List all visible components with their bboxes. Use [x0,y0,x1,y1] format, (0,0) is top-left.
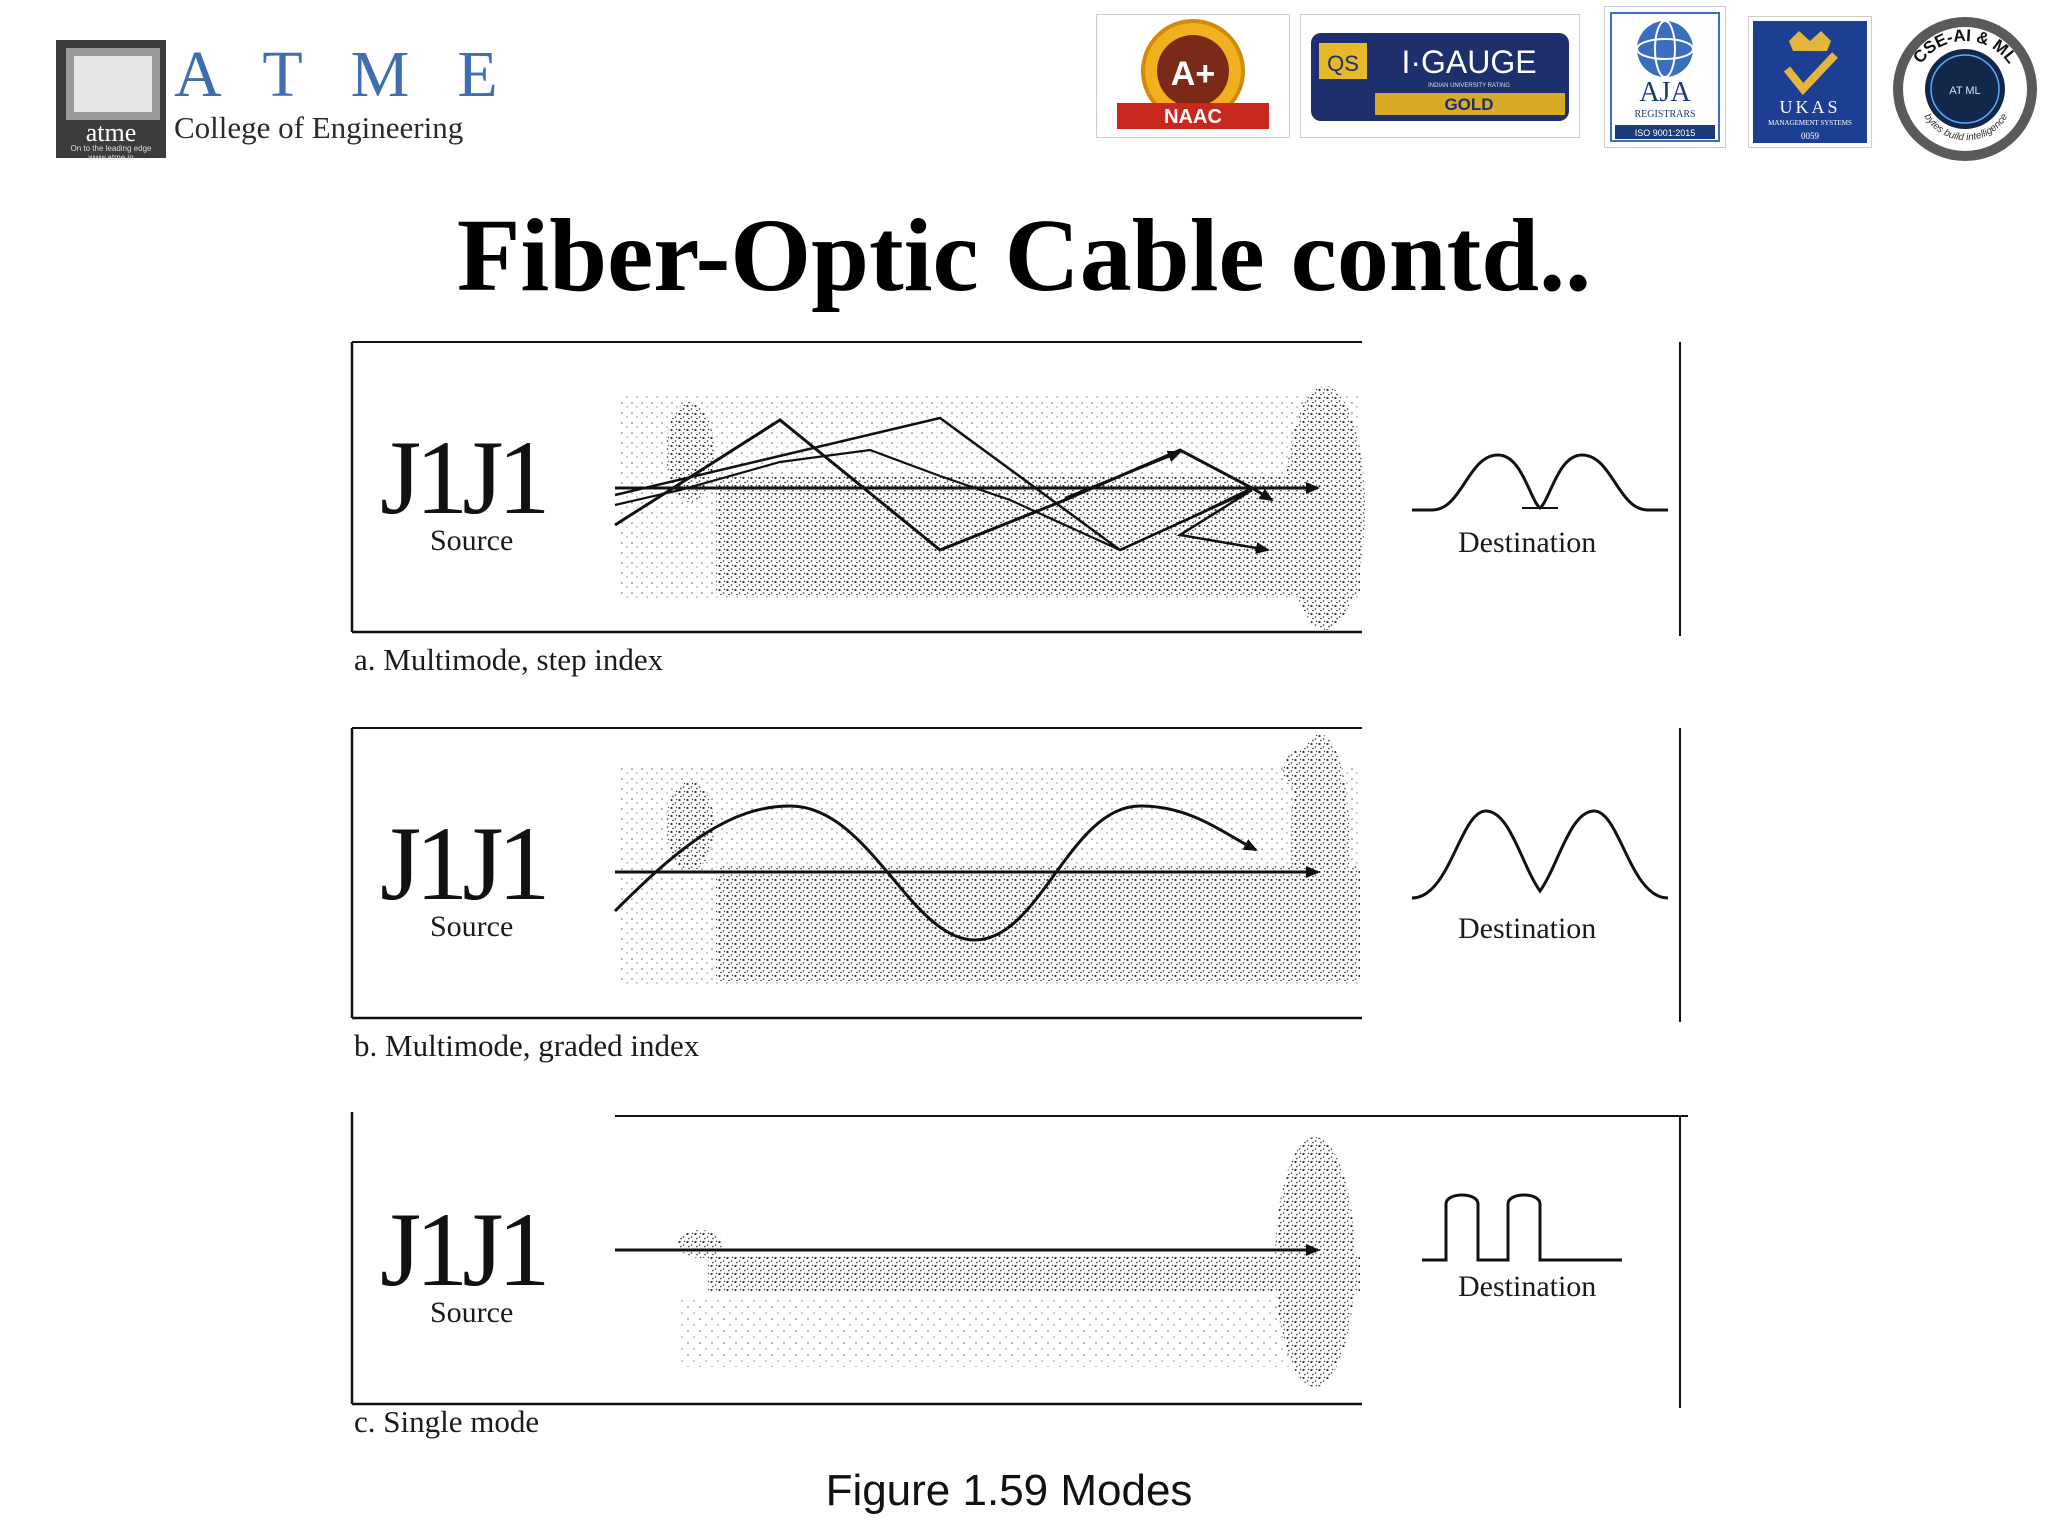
panel-multimode-graded-index: J1J1 Source Destination b. Multimode, gr… [350,726,1700,1063]
aja-cert: ISO 9001:2015 [1635,128,1696,138]
logo-mark-text: atme [85,118,137,147]
ukas-badge: UKAS MANAGEMENT SYSTEMS 0059 [1748,16,1872,148]
graded-index-diagram [350,727,1681,1022]
source-label: Source [430,910,514,943]
naac-label: NAAC [1164,106,1222,128]
ukas-name: UKAS [1779,97,1840,117]
panel-caption: c. Single mode [354,1404,540,1439]
panel-single-mode: J1J1 Source Destination c. Single mode [350,1112,1700,1439]
qs-brand: QS [1327,51,1359,76]
source-label: Source [430,1296,514,1329]
panel-caption: a. Multimode, step index [354,642,664,677]
ukas-code: 0059 [1801,131,1820,141]
college-subtitle: College of Engineering [174,110,464,145]
source-label: Source [430,524,514,557]
qs-tag: INDIAN UNIVERSITY RATING [1428,83,1510,89]
source-glyph: J1J1 [380,805,550,922]
source-glyph: J1J1 [380,1191,550,1308]
cse-aiml-badge: CSE-AI & ML bytes build intelligence AT … [1890,14,2040,164]
qs-name: I·GAUGE [1401,44,1536,80]
aja-badge: AJA REGISTRARS ISO 9001:2015 [1604,6,1726,148]
source-glyph: J1J1 [380,419,550,536]
step-index-diagram [350,341,1681,636]
destination-label: Destination [1458,526,1597,559]
college-name: ATME [174,38,546,111]
college-logo: atme On to the leading edge www.atme.in … [56,38,546,162]
qs-igauge-badge: QS I·GAUGE INDIAN UNIVERSITY RATING GOLD [1300,14,1580,138]
aja-name: AJA [1639,77,1691,108]
destination-label: Destination [1458,912,1597,945]
panel-caption: b. Multimode, graded index [354,1028,700,1063]
single-mode-diagram [350,1112,1688,1408]
qs-level: GOLD [1444,95,1493,114]
cse-center: AT ML [1949,85,1980,97]
logo-tagline: On to the leading edge www.atme.in [70,144,152,162]
logo-mark: atme On to the leading edge www.atme.in [56,40,166,162]
figure-caption: Figure 1.59 Modes [825,1466,1193,1515]
aja-sub: REGISTRARS [1634,109,1695,120]
panel-multimode-step-index: J1J1 Source Destination a. Multimode, st… [350,340,1700,677]
naac-badge: A+ NAAC [1096,14,1290,138]
destination-label: Destination [1458,1270,1597,1303]
naac-grade: A+ [1171,55,1215,93]
ukas-sub: MANAGEMENT SYSTEMS [1768,119,1852,127]
page-title: Fiber-Optic Cable contd.. [456,198,1592,313]
